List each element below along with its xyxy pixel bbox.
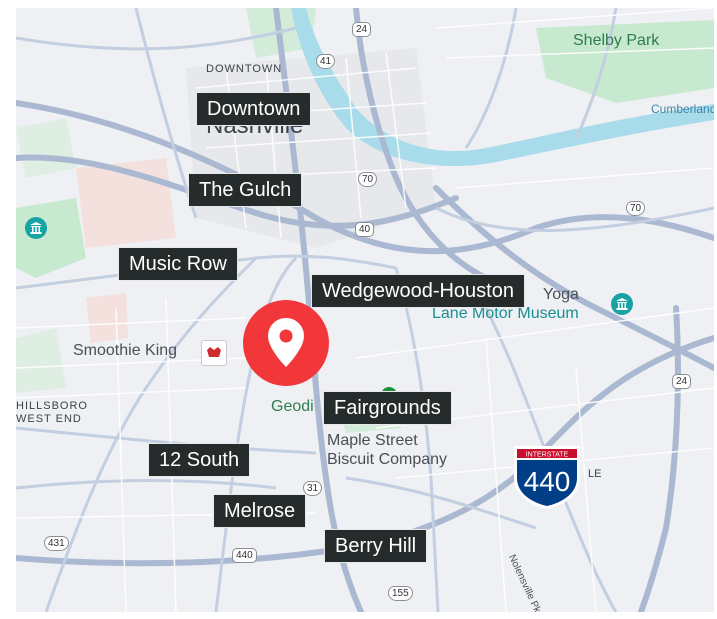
route-24-shield-east: 24: [672, 374, 692, 389]
maple-street-label-line2: Biscuit Company: [327, 451, 448, 468]
shelby-park-label: Shelby Park: [573, 32, 660, 49]
route-40-shield: 40: [355, 222, 375, 237]
neighborhood-label-downtown[interactable]: Downtown: [196, 92, 312, 126]
location-pin-icon[interactable]: [243, 300, 329, 386]
neighborhood-label-12-south[interactable]: 12 South: [148, 443, 251, 477]
yoga-label: Yoga: [543, 286, 579, 303]
restaurant-icon[interactable]: [201, 340, 227, 366]
route-155-shield: 155: [388, 586, 413, 601]
geodi-label: Geodi: [271, 398, 314, 415]
park-area-southwest: [16, 328, 66, 393]
route-24-shield-north: 24: [352, 22, 372, 37]
hillsboro-label-line1: HILLSBORO: [16, 400, 88, 412]
route-431-shield: 431: [44, 536, 69, 551]
neighborhood-map[interactable]: DOWNTOWN Nashville Shelby Park Cumberlan…: [16, 8, 714, 612]
shelby-park-area: [536, 20, 714, 103]
route-41-shield: 41: [316, 54, 336, 69]
hillsboro-label-line2: WEST END: [16, 413, 82, 425]
neighborhood-label-music-row[interactable]: Music Row: [118, 247, 238, 281]
interstate-sign-top: INTERSTATE: [526, 452, 569, 459]
smoothie-king-label: Smoothie King: [73, 342, 178, 359]
map-base: [16, 8, 714, 612]
neighborhood-label-melrose[interactable]: Melrose: [213, 494, 307, 528]
interstate-440-sign: INTERSTATE 440: [510, 444, 584, 510]
maple-street-label-line1: Maple Street: [327, 432, 418, 449]
park-area-west: [16, 198, 86, 278]
cumberland-label: Cumberland: [651, 102, 714, 116]
neighborhood-label-the-gulch[interactable]: The Gulch: [188, 173, 303, 207]
route-70-shield-east: 70: [626, 201, 646, 216]
lane-motor-museum-label: Lane Motor Museum: [432, 305, 579, 322]
medical-area-2: [86, 293, 128, 343]
route-31-shield: 31: [303, 481, 323, 496]
downtown-caption: DOWNTOWN: [206, 63, 283, 75]
cumberland-river: [291, 8, 714, 167]
interstate-sign-number: 440: [524, 466, 571, 497]
museum-icon[interactable]: [25, 217, 47, 239]
museum-icon[interactable]: [611, 293, 633, 315]
neighborhood-label-wedgewood-houston[interactable]: Wedgewood-Houston: [311, 274, 525, 308]
le-label: LE: [588, 468, 602, 480]
route-70-shield-center: 70: [358, 172, 378, 187]
route-440-shield: 440: [232, 548, 257, 563]
neighborhood-label-berry-hill[interactable]: Berry Hill: [324, 529, 428, 563]
park-area-northwest: [16, 118, 76, 178]
neighborhood-label-fairgrounds[interactable]: Fairgrounds: [323, 391, 452, 425]
